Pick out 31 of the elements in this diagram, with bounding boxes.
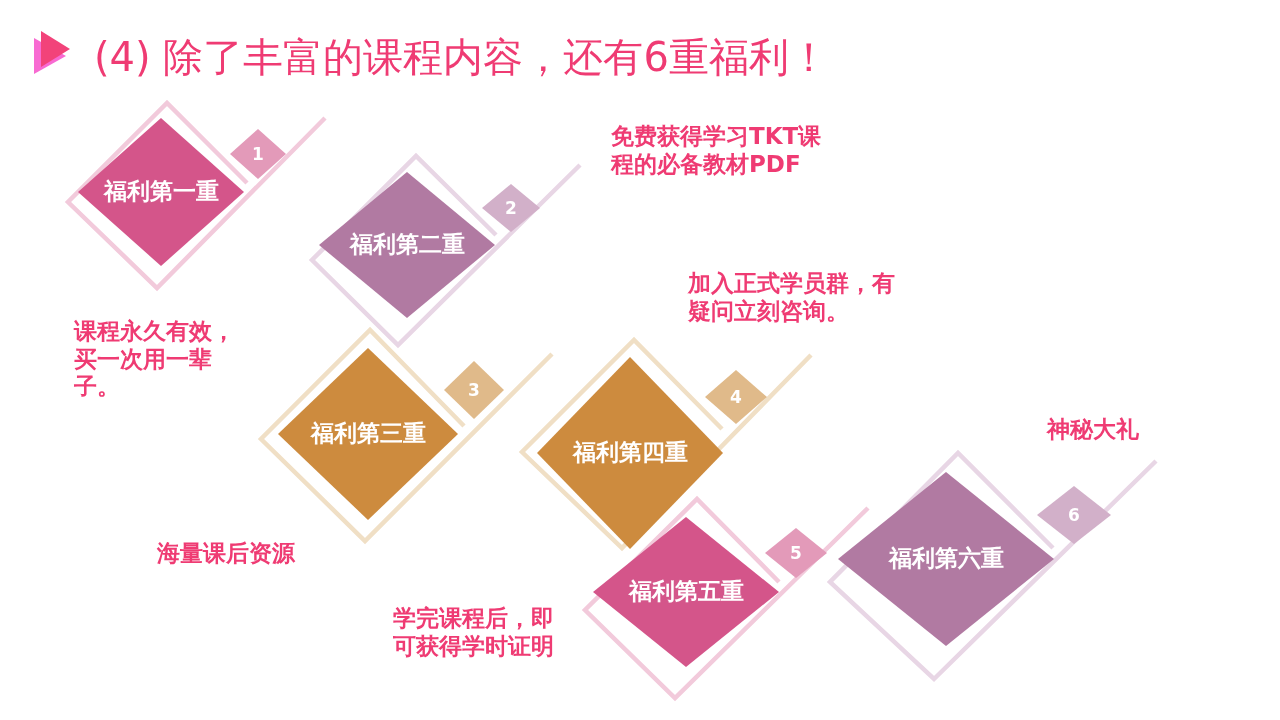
description-text: 课程永久有效，买一次用一辈子。 bbox=[74, 318, 236, 401]
number-label: 5 bbox=[790, 542, 802, 564]
diamond-label: 福利第三重 bbox=[310, 420, 426, 448]
description-text: 海量课后资源 bbox=[157, 540, 295, 568]
description-text: 神秘大礼 bbox=[1047, 416, 1139, 444]
number-label: 6 bbox=[1068, 504, 1080, 526]
number-diamond bbox=[482, 184, 540, 232]
diamond-label: 福利第六重 bbox=[888, 545, 1004, 573]
number-diamond bbox=[444, 361, 504, 419]
number-label: 3 bbox=[468, 379, 480, 401]
number-label: 2 bbox=[505, 197, 517, 219]
diamond-label: 福利第二重 bbox=[349, 231, 465, 259]
diamond-node bbox=[278, 348, 458, 520]
number-diamond bbox=[230, 129, 286, 179]
number-diamond bbox=[1037, 486, 1111, 544]
description-text: 学完课程后，即可获得学时证明 bbox=[393, 605, 555, 661]
diamond-node bbox=[838, 472, 1054, 646]
diamond-node bbox=[593, 517, 779, 667]
diamond-label: 福利第四重 bbox=[572, 439, 688, 467]
number-label: 4 bbox=[730, 386, 742, 408]
diamond-label: 福利第一重 bbox=[103, 178, 219, 206]
number-diamond bbox=[765, 528, 827, 578]
diamond-node bbox=[78, 118, 244, 266]
slide-title: (4) 除了丰富的课程内容，还有6重福利！ bbox=[94, 33, 829, 81]
diamond-label: 福利第五重 bbox=[628, 578, 744, 606]
diamond-node bbox=[319, 172, 495, 318]
number-diamond bbox=[705, 370, 767, 424]
number-label: 1 bbox=[252, 143, 264, 165]
diamond-node bbox=[537, 357, 723, 549]
description-text: 加入正式学员群，有疑问立刻咨询。 bbox=[688, 270, 896, 326]
description-text: 免费获得学习TKT课程的必备教材PDF bbox=[611, 123, 823, 179]
